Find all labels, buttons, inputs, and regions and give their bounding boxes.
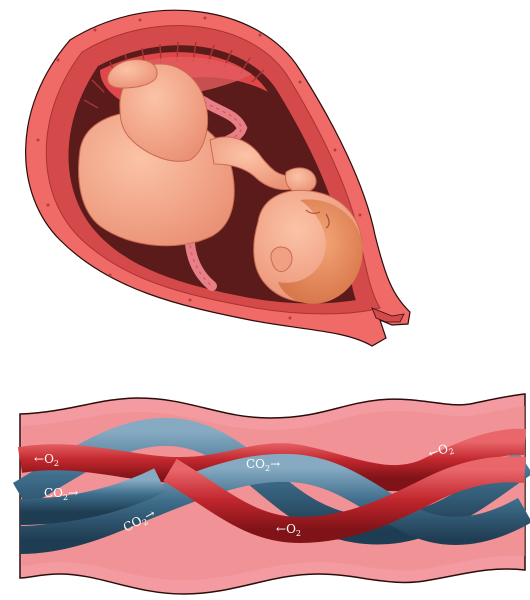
uterus-group (26, 10, 410, 346)
umbilical-cord-section: ←O2 CO2→ CO2→ ←O2 CO2→ ←O2 (20, 394, 525, 594)
label-co2-center: CO2→ (246, 457, 280, 473)
label-co2-left: CO2→ (44, 486, 78, 502)
fetus-ear (271, 247, 292, 272)
fetus-hand (285, 168, 316, 193)
